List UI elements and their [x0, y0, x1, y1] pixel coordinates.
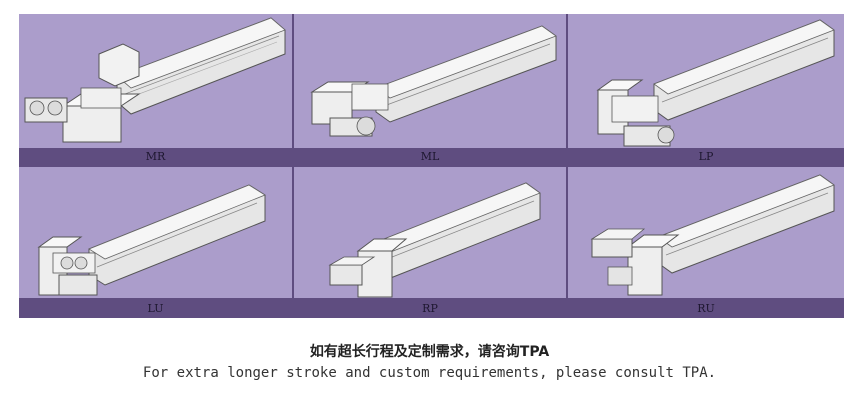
actuator-motor-left-under-icon [37, 184, 266, 296]
variant-panel-mr [19, 14, 292, 148]
variant-label-ru: RU [697, 302, 715, 315]
caption-english: For extra longer stroke and custom requi… [142, 365, 717, 381]
actuator-motor-rear-icon [24, 17, 286, 143]
actuator-motor-left-parallel-icon [596, 19, 835, 147]
variant-label-lp: LP [698, 150, 714, 163]
variant-panel-rp [294, 167, 566, 298]
variant-panel-ml [294, 14, 566, 148]
actuator-motor-left-icon [310, 25, 557, 137]
actuator-motor-right-parallel-icon [328, 182, 541, 298]
variant-panel-lu [19, 167, 292, 298]
variant-panel-lp [568, 14, 844, 148]
variant-label-mr: MR [145, 150, 166, 163]
caption-chinese: 如有超长行程及定制需求，请咨询TPA [309, 344, 550, 360]
variant-grid: MR ML LP [19, 14, 844, 318]
variant-label-rp: RP [422, 302, 438, 315]
actuator-motor-right-under-icon [590, 174, 835, 296]
variant-panel-ru [568, 167, 844, 298]
variant-label-lu: LU [147, 302, 164, 315]
variant-label-ml: ML [420, 150, 440, 163]
